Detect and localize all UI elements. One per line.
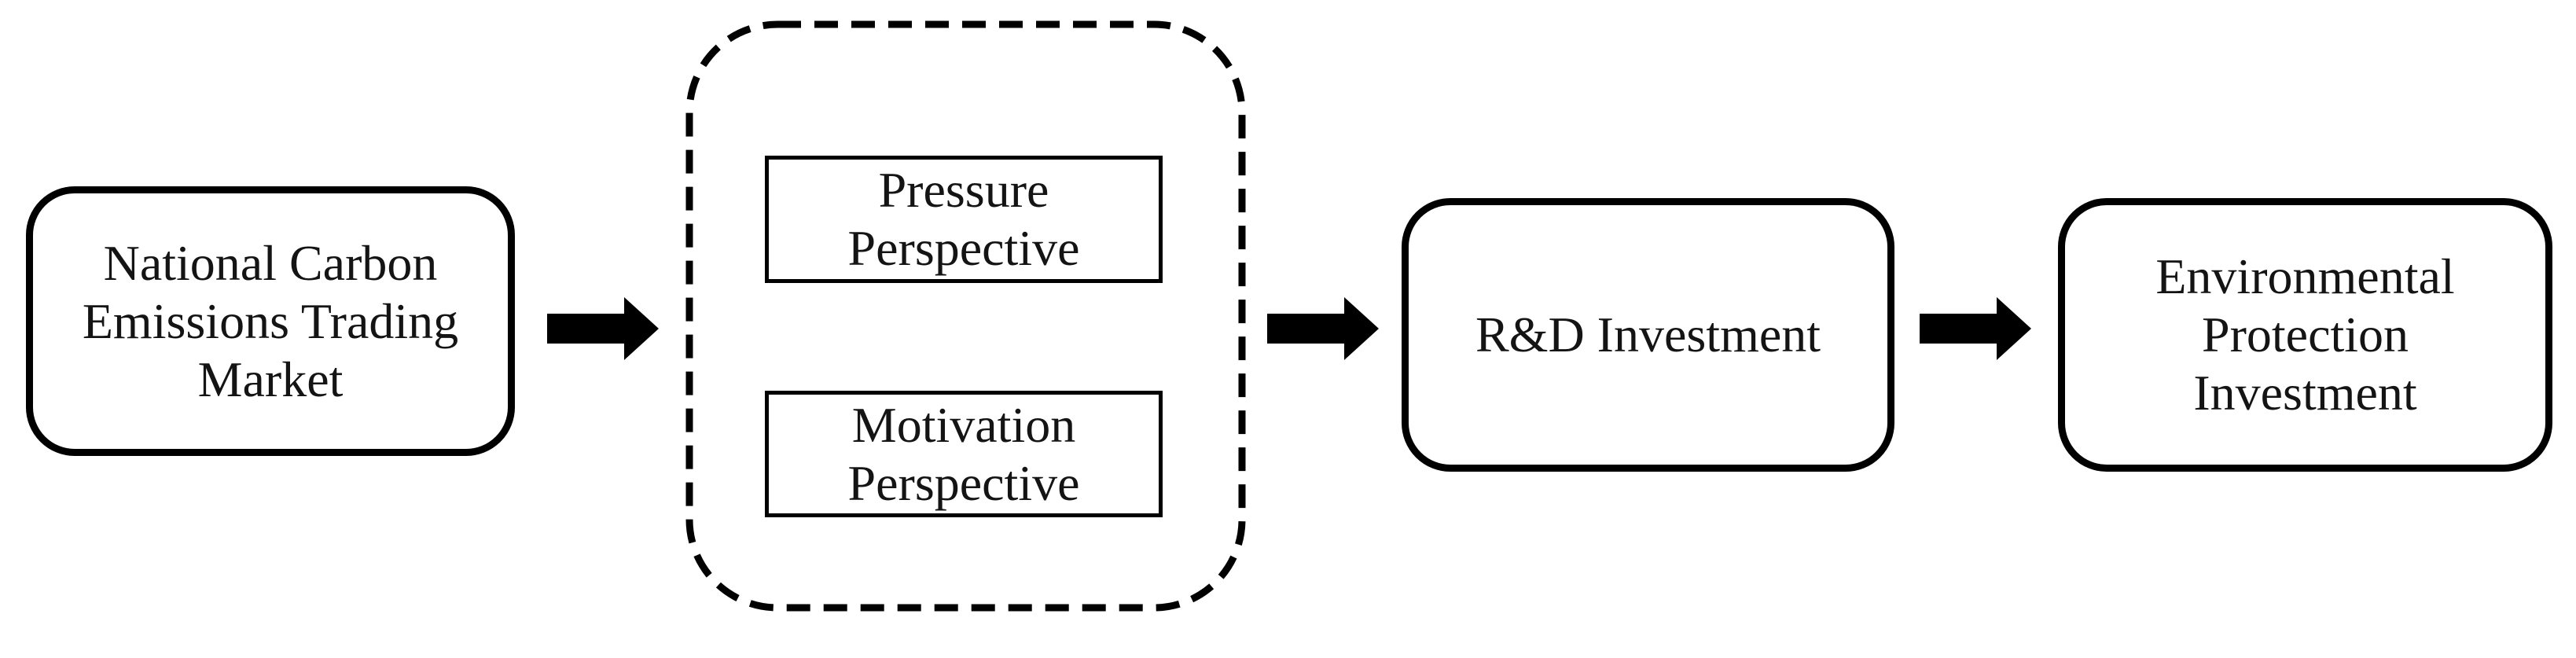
- dashed-rounded-outline: [685, 20, 1246, 612]
- flow-arrow-perspectives-to-rd: [1267, 296, 1379, 362]
- arrow-right-icon: [547, 297, 659, 360]
- node-motivation-perspective: Motivation Perspective: [765, 391, 1163, 517]
- node-rd-investment-label: R&D Investment: [1475, 307, 1821, 362]
- arrow-right-icon: [1920, 297, 2031, 360]
- flow-arrow-rd-to-env: [1920, 296, 2031, 362]
- arrow-right-icon: [1267, 297, 1379, 360]
- node-national-carbon-market: National Carbon Emissions Trading Market: [26, 186, 515, 456]
- node-national-carbon-market-label: National Carbon Emissions Trading Market: [82, 234, 459, 407]
- node-environmental-protection-investment-label: Environmental Protection Investment: [2155, 248, 2455, 421]
- node-pressure-perspective: Pressure Perspective: [765, 156, 1163, 283]
- node-pressure-perspective-label: Pressure Perspective: [847, 162, 1080, 276]
- node-motivation-perspective-label: Motivation Perspective: [847, 396, 1080, 511]
- flow-arrow-market-to-perspectives: [547, 296, 659, 362]
- node-environmental-protection-investment: Environmental Protection Investment: [2058, 198, 2552, 472]
- node-rd-investment: R&D Investment: [1402, 198, 1894, 472]
- group-perspectives: [685, 20, 1246, 612]
